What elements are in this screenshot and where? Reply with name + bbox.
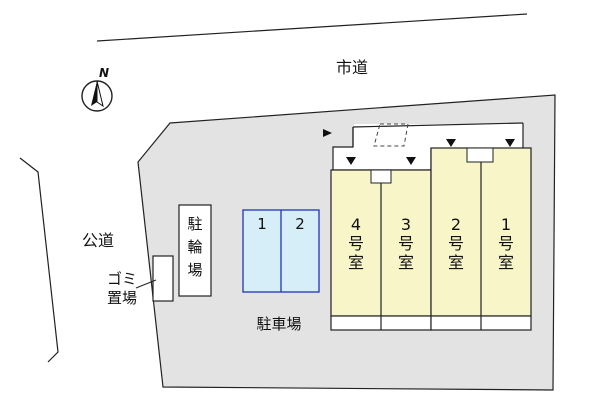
svg-text:室: 室 [348, 253, 364, 272]
svg-text:駐: 駐 [187, 215, 202, 233]
svg-text:号: 号 [348, 234, 364, 253]
entrance-arrow-icon [323, 129, 332, 137]
svg-text:室: 室 [498, 253, 514, 272]
parking-space-2: 2 [295, 215, 305, 233]
city-road-label: 市道 [336, 58, 368, 77]
svg-text:ゴミ: ゴミ [107, 270, 137, 288]
building [330, 147, 532, 331]
entrance-marker-icon [346, 157, 356, 165]
svg-text:4: 4 [351, 215, 361, 234]
svg-text:置場: 置場 [107, 289, 137, 307]
svg-text:1: 1 [501, 215, 511, 234]
svg-text:号: 号 [498, 234, 514, 253]
north-arrow-icon: N [81, 66, 113, 112]
svg-text:号: 号 [448, 234, 464, 253]
entrance-marker-icon [446, 139, 456, 147]
parking-spaces: 1 2 [242, 209, 320, 293]
public-road-label: 公道 [82, 231, 114, 250]
svg-text:2: 2 [451, 215, 461, 234]
entrance-marker-icon [505, 139, 515, 147]
bicycle-parking: 駐 輪 場 [178, 204, 212, 297]
walkway-fill [354, 124, 522, 148]
unit-1-label: 1 号 室 [498, 215, 514, 272]
svg-text:号: 号 [398, 234, 414, 253]
dashed-structure [373, 123, 409, 147]
public-road-edge [19, 157, 59, 363]
svg-text:3: 3 [401, 215, 411, 234]
svg-text:室: 室 [398, 253, 414, 272]
entrance-markers [346, 139, 515, 165]
entrance-marker-icon [406, 157, 416, 165]
compass-n-label: N [99, 66, 109, 80]
svg-text:場: 場 [187, 261, 202, 279]
unit-3-label: 3 号 室 [398, 215, 414, 272]
svg-text:輪: 輪 [187, 238, 202, 256]
city-road-edge [96, 13, 528, 42]
parking-lot-label: 駐車場 [256, 315, 301, 333]
svg-text:室: 室 [448, 253, 464, 272]
unit-4-label: 4 号 室 [348, 215, 364, 272]
parking-space-1: 1 [257, 215, 267, 233]
unit-2-label: 2 号 室 [448, 215, 464, 272]
garbage-area: ゴミ 置場 [107, 255, 174, 307]
